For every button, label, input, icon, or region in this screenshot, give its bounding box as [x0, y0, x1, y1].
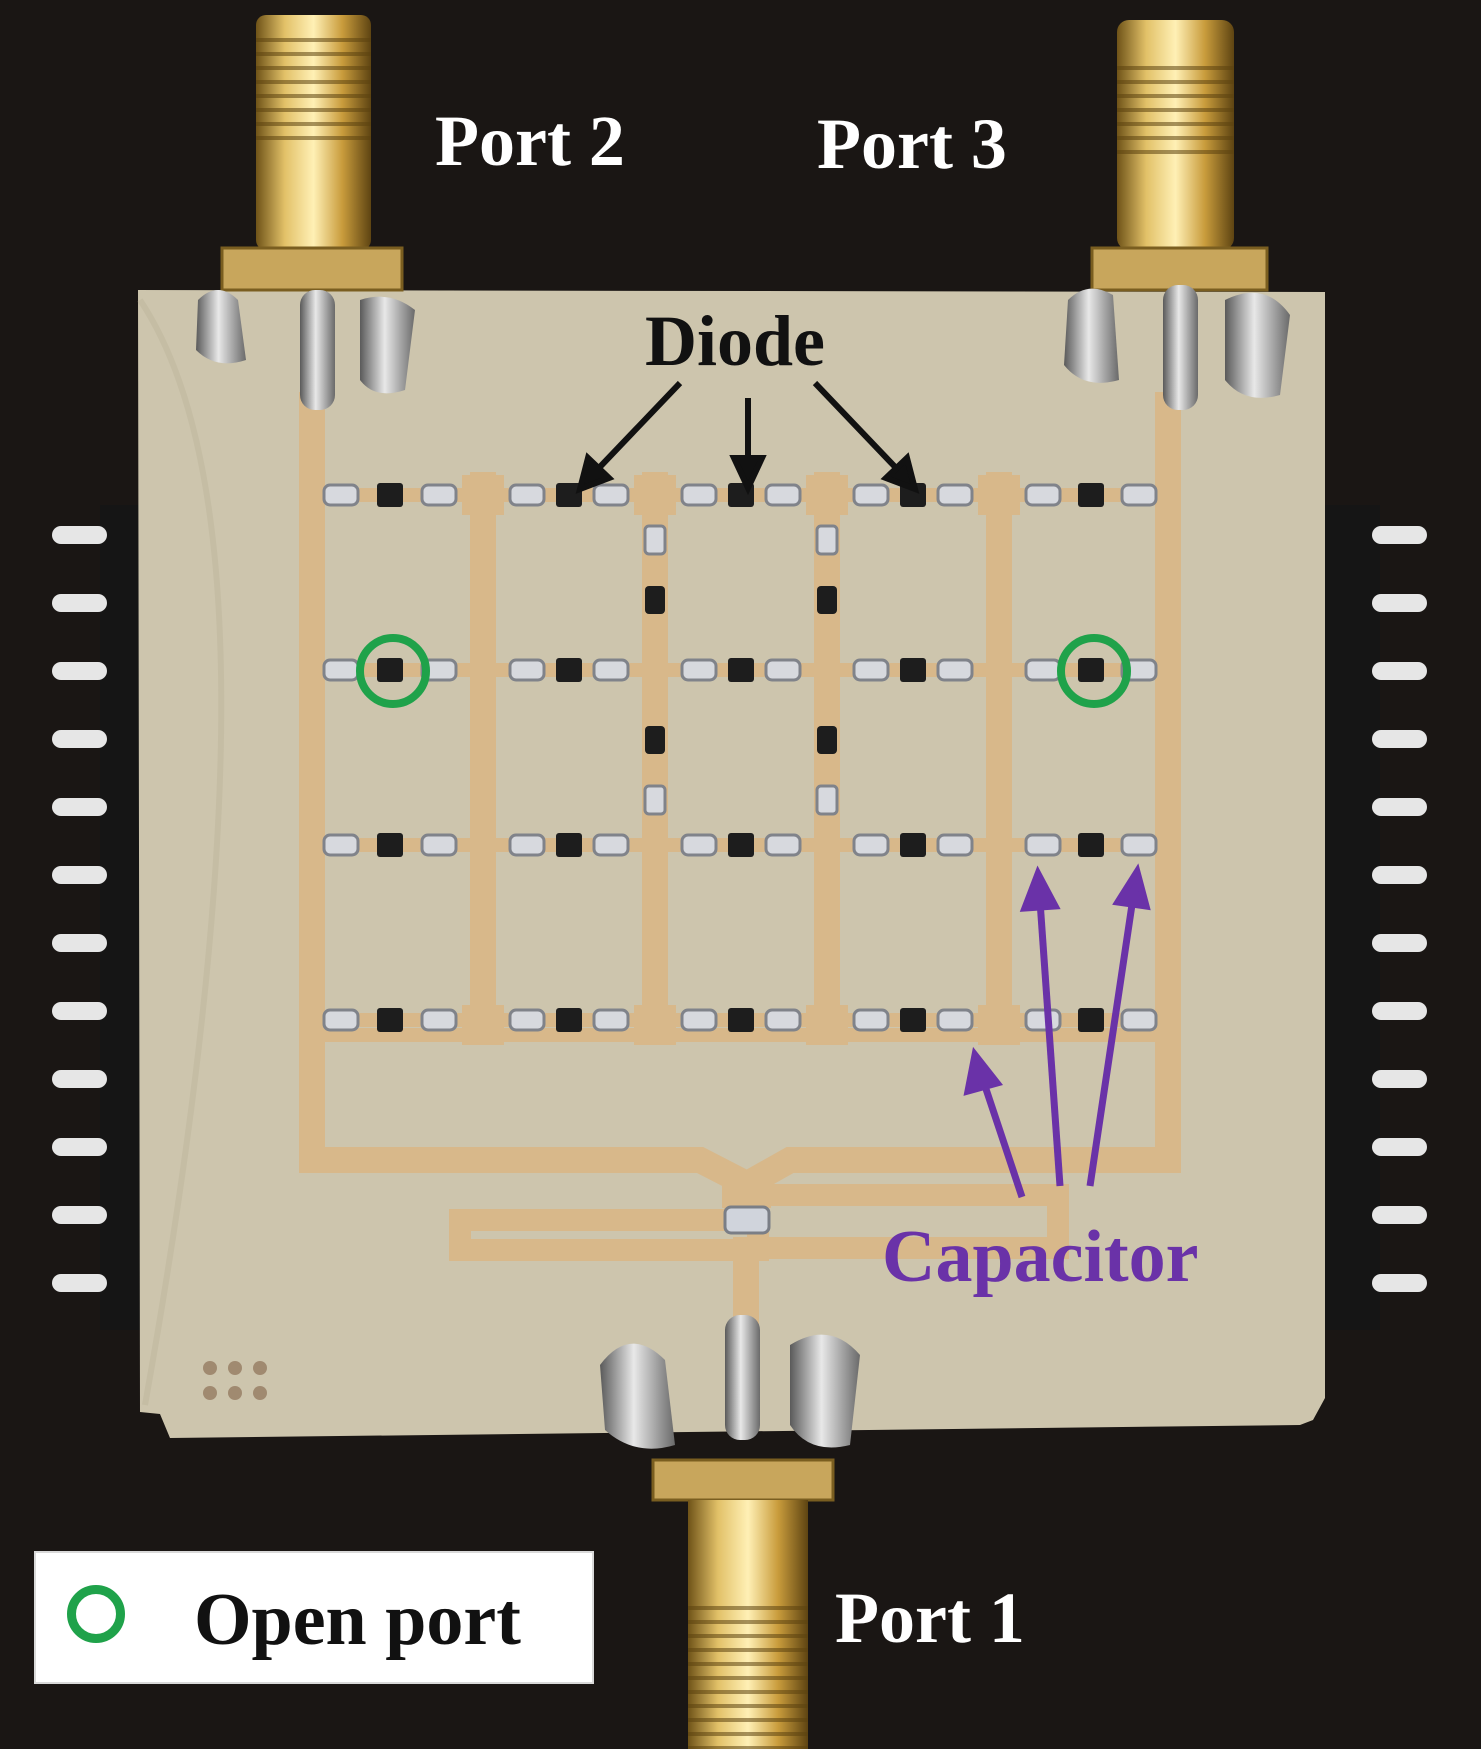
- sma-connector-port-1: [600, 1315, 860, 1749]
- open-port-marker-right: [1057, 634, 1131, 708]
- open-port-marker-left: [356, 634, 430, 708]
- smd-components: [322, 483, 1158, 1032]
- diode-label: Diode: [645, 301, 825, 381]
- port-1-label: Port 1: [835, 1578, 1025, 1658]
- sma-connector-port-2: [196, 15, 415, 410]
- port-3-label: Port 3: [817, 104, 1007, 184]
- pin-header-right: [1315, 505, 1427, 1330]
- sma-connector-port-3: [1064, 20, 1290, 410]
- legend: Open port: [34, 1551, 594, 1684]
- legend-open-port-text: Open port: [194, 1579, 521, 1661]
- diode-arrows: [575, 380, 920, 496]
- capacitor-label: Capacitor: [882, 1216, 1199, 1298]
- fiducials: [203, 1361, 267, 1400]
- trace-pads: [462, 475, 1020, 1045]
- port-2-label: Port 2: [435, 101, 625, 181]
- open-port-legend-icon: [67, 1585, 125, 1643]
- capacitor-arrows: [963, 863, 1151, 1199]
